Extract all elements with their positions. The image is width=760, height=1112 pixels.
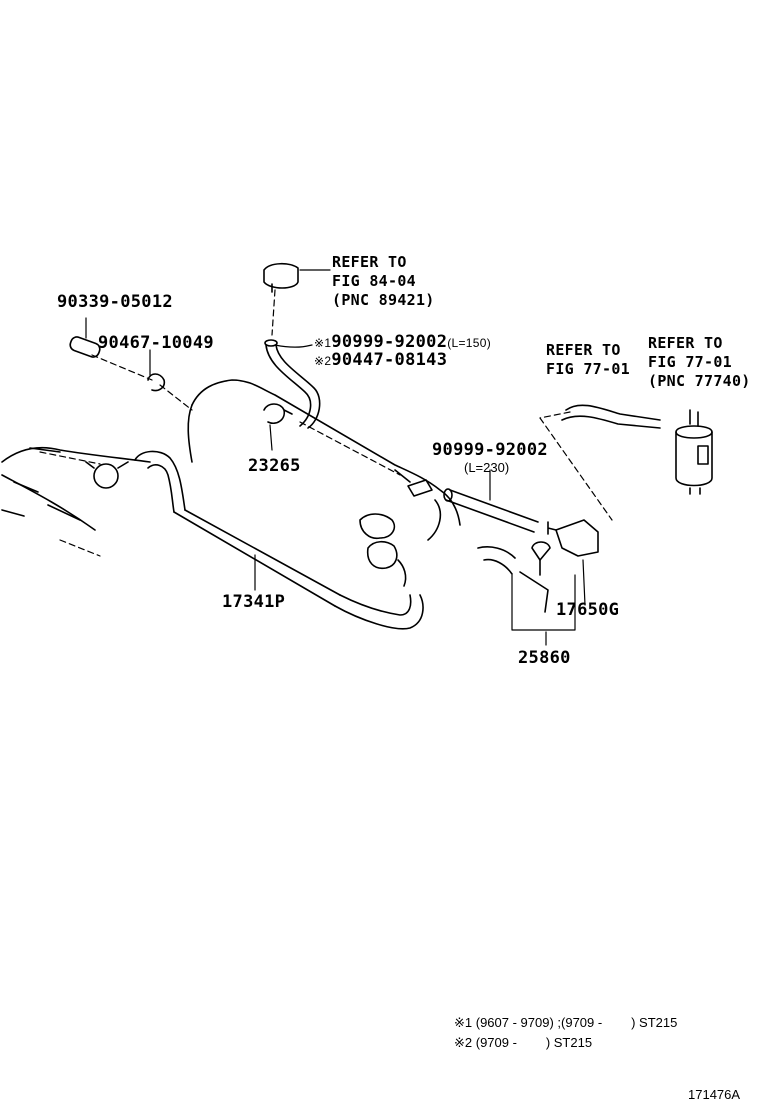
mark-2: ※2 [314,354,332,368]
part-17341p: 17341P [222,592,286,612]
hose-clamp-ring [93,463,119,489]
vacuum-hose-17341p [134,450,424,630]
part-90447-08143: ※290447-08143 [314,350,447,370]
refer-77-01b-line1: REFER TO [648,334,723,352]
length: (L=150) [447,336,492,350]
leader-dashed [39,289,613,557]
leader-solid [85,269,586,646]
hose-90999-l230 [443,488,539,533]
bracket-25860 [519,541,551,613]
intake-manifold [187,379,516,587]
part-90467-10049: 90467-10049 [98,333,214,353]
refer-77-01b-line3: (PNC 77740) [648,372,751,390]
part-number: 90447-08143 [331,350,448,370]
refer-77-01-line1: REFER TO [546,341,621,359]
refer-84-04-line1: REFER TO [332,253,407,271]
part-17650g: 17650G [556,600,620,620]
figure-id: 171476A [688,1087,741,1102]
refer-84-04-line3: (PNC 89421) [332,291,435,309]
refer-77-01b-line2: FIG 77-01 [648,353,732,371]
hose-90339 [69,336,101,358]
part-number: 90999-92002 [331,332,448,352]
part-25860: 25860 [518,648,571,668]
engine-outline [1,446,151,531]
vsv-23265 [263,403,293,425]
part-90999-92002-length: (L=230) [464,460,510,475]
footnote-1: ※1 (9607 - 9709) ;(9709 - ) ST215 [454,1015,678,1030]
part-90339-05012: 90339-05012 [57,292,173,312]
clamp-90467 [147,373,166,392]
part-90999-92002-l150: ※190999-92002(L=150) [314,332,491,352]
hose-90999-l150 [264,339,321,429]
refer-77-01-line2: FIG 77-01 [546,360,630,378]
vacuum-sensor [263,262,299,293]
footnote-2: ※2 (9709 - ) ST215 [454,1035,593,1050]
part-23265: 23265 [248,456,301,476]
charcoal-canister [675,409,713,495]
manifold-connector [407,479,433,497]
vsv-17650g [547,519,599,557]
refer-84-04-line2: FIG 84-04 [332,272,416,290]
hose-to-canister [561,404,661,429]
mark-1: ※1 [314,336,332,350]
part-90999-92002-l230: 90999-92002 [432,440,548,460]
